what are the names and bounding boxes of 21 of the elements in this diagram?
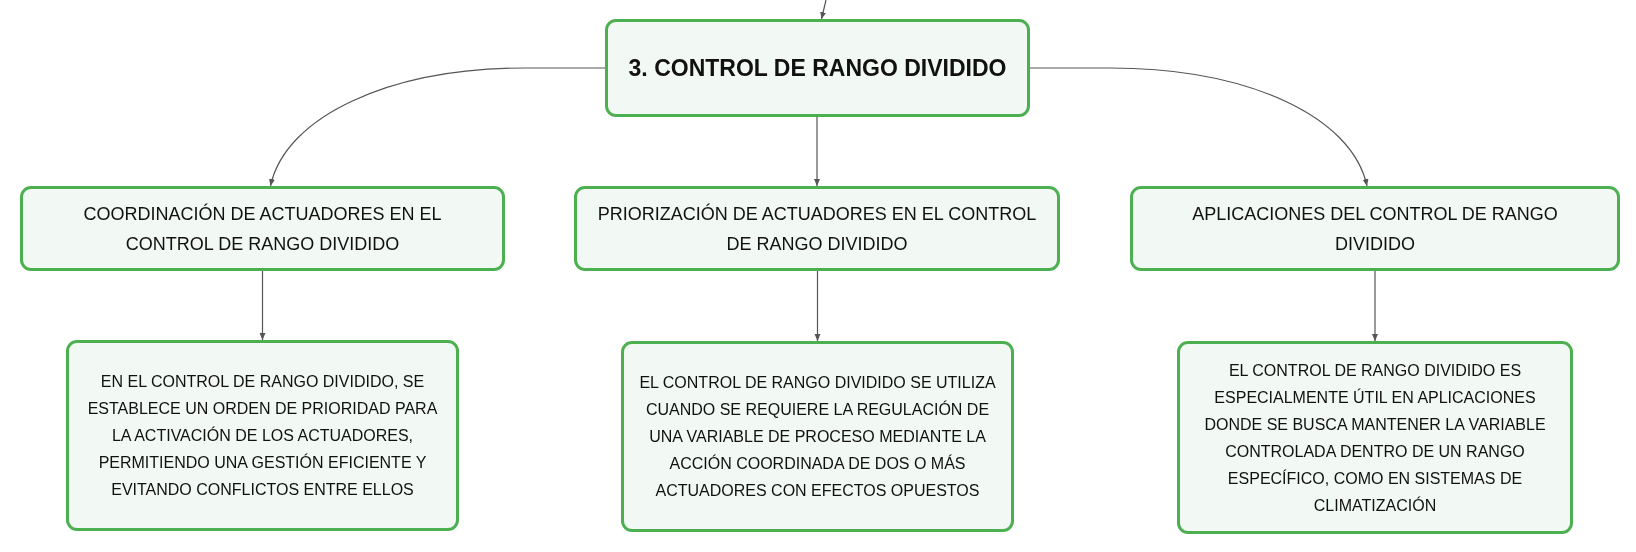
connector-arrow [259,270,266,341]
detail-box [621,341,1014,532]
connector-arrow [1029,67,1368,187]
subtopic-box [574,186,1060,271]
detail-text: EL CONTROL DE RANGO DIVIDIDO ES ESPECIALMENTE ÚTIL EN APLICACIONES DONDE SE BUSCA MANTENER LA VARIABLE CONTROLADA DENTRO DE UN RANGO ESPECÍFICO, COMO EN SISTEMAS DE CLIMATIZACIÓN [1203,360,1547,516]
subtopic-label: PRIORIZACIÓN DE ACTUADORES EN EL CONTROL DE RANGO DIVIDIDO [596,202,1038,256]
central-topic-box [605,19,1030,117]
detail-text: EN EL CONTROL DE RANGO DIVIDIDO, SE ESTABLECE UN ORDEN DE PRIORIDAD PARA LA ACTIVACIÓN DE LOS ACTUADORES, PERMITIENDO UNA GESTIÓN EFICIENTE Y EVITANDO CONFLICTOS ENTRE ELLOS [86,372,439,500]
detail-box [66,340,459,531]
detail-box [1177,341,1573,534]
connector-arrow [814,116,820,187]
subtopic-label: APLICACIONES DEL CONTROL DE RANGO DIVIDIDO [1191,202,1559,256]
connector-arrow [820,0,827,20]
central-topic-title: 3. CONTROL DE RANGO DIVIDIDO [628,54,1007,82]
subtopic-label: COORDINACIÓN DE ACTUADORES EN EL CONTROL DE RANGO DIVIDIDO [82,202,443,256]
subtopic-box [20,186,505,271]
subtopic-box [1130,186,1620,271]
connector-arrow [269,67,606,187]
connector-arrow [1372,270,1378,342]
connector-arrow [814,270,821,342]
detail-text: EL CONTROL DE RANGO DIVIDIDO SE UTILIZA CUANDO SE REQUIERE LA REGULACIÓN DE UNA VARIABLE DE PROCESO MEDIANTE LA ACCIÓN COORDINADA DE DOS O MÁS ACTUADORES CON EFECTOS OPUESTOS [638,373,997,501]
